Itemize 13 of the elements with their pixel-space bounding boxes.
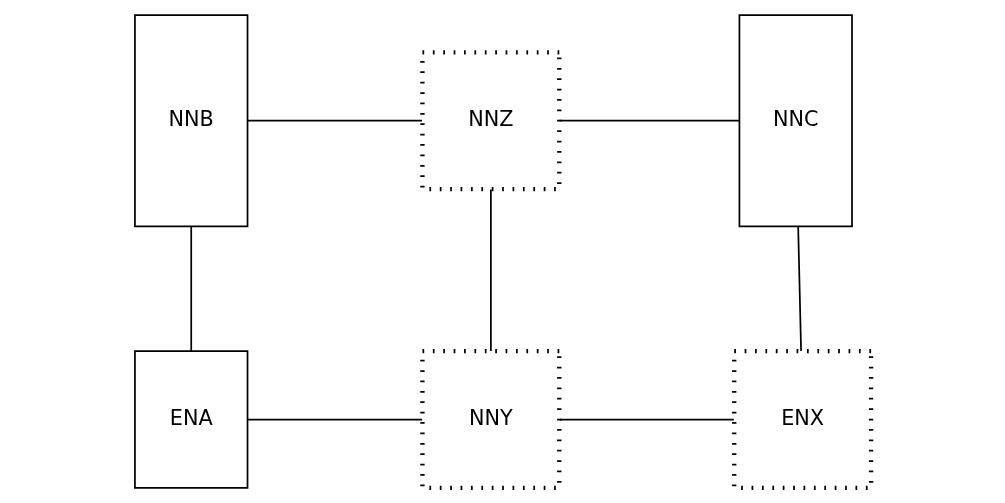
node-box: NNB	[133, 14, 248, 228]
connector	[558, 119, 740, 122]
connector	[489, 188, 492, 352]
node-box: ENA	[133, 350, 248, 489]
connector	[796, 225, 802, 352]
node-box: NNC	[738, 14, 853, 228]
connector	[558, 418, 735, 421]
connector	[246, 119, 423, 122]
node-box: ENX	[731, 348, 873, 491]
node-box: NNZ	[419, 50, 561, 192]
connector	[246, 418, 423, 421]
node-box: NNY	[419, 348, 561, 491]
connector	[189, 225, 192, 352]
